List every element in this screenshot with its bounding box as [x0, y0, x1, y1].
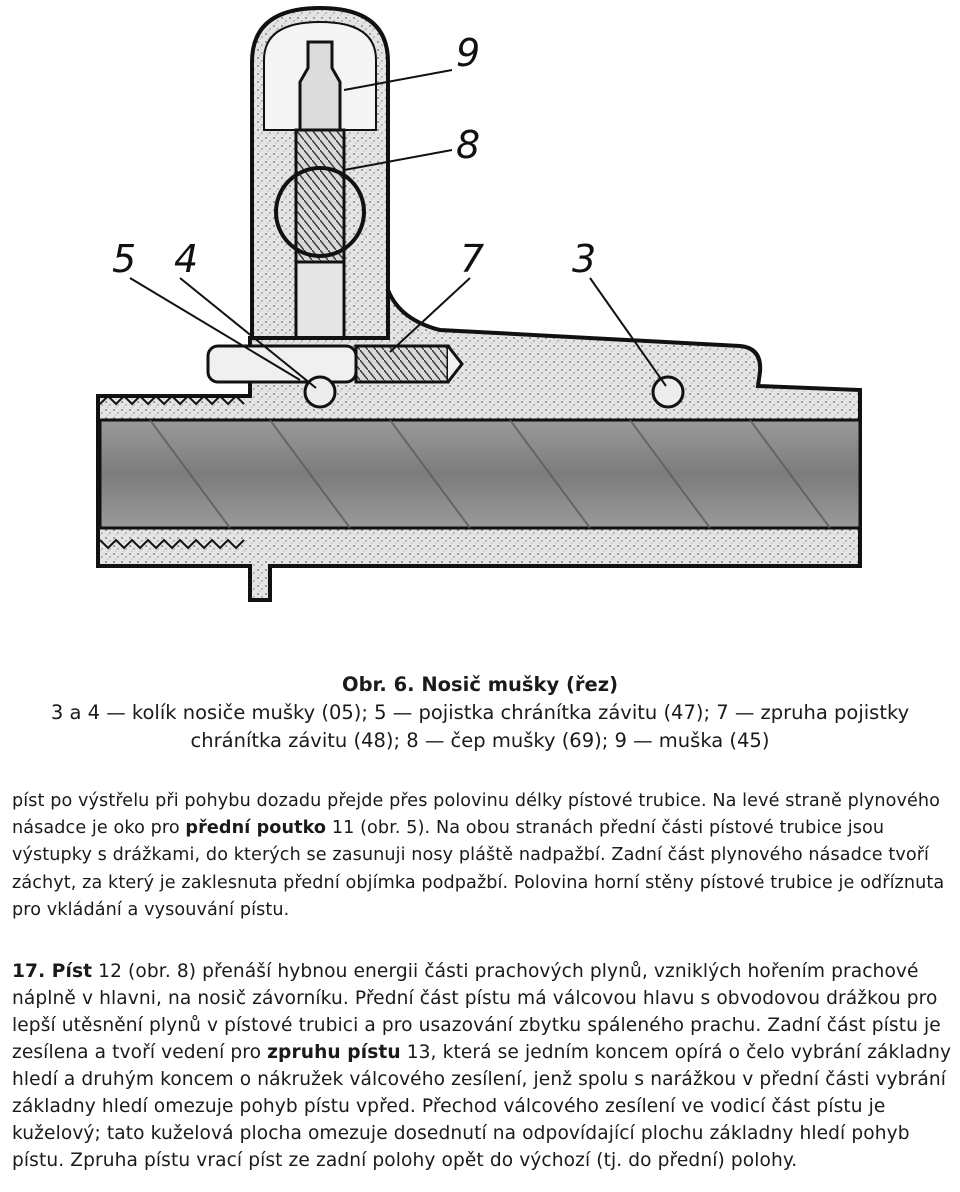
callout-9: 9	[456, 31, 480, 75]
pin-3	[651, 375, 685, 409]
thread-guard-latch	[206, 344, 358, 384]
paragraph-gas-block: píst po výstřelu při pohybu dozadu přejd…	[12, 788, 952, 924]
figure-caption-title: Obr. 6. Nosič mušky (řez)	[342, 673, 618, 696]
callout-5: 5	[112, 237, 136, 281]
sight-pin-ball	[274, 166, 366, 258]
figure-caption-line-2: chránítka závitu (48); 8 — čep mušky (69…	[190, 729, 770, 752]
cross-section-drawing: 9 8 5 4 7 3	[96, 5, 862, 602]
paragraph-text: 11 (obr. 5). Na obou stranách přední čás…	[12, 818, 945, 920]
paragraph-text: 13, která se jedním koncem opírá o čelo …	[12, 1042, 952, 1171]
barrel-bore	[98, 418, 862, 530]
callout-8: 8	[456, 123, 480, 167]
figure-caption-line-1: 3 a 4 — kolík nosiče mušky (05); 5 — poj…	[50, 701, 910, 724]
callout-4: 4	[174, 237, 198, 281]
emphasis-front-swivel: přední poutko	[185, 818, 327, 839]
paragraph-text: 12 (obr. 8) přenáší hybnou energii části…	[12, 961, 941, 1063]
emphasis-piston-spring: zpruhu pístu	[267, 1042, 401, 1063]
section-heading-piston: 17. Píst	[12, 961, 93, 982]
callout-7: 7	[460, 237, 484, 281]
paragraph-piston: 17. Píst 12 (obr. 8) přenáší hybnou ener…	[12, 958, 952, 1174]
latch-spring	[354, 344, 450, 384]
sight-pin	[294, 128, 346, 272]
callout-3: 3	[572, 237, 596, 281]
paragraph-text: píst po výstřelu při pohybu dozadu přejd…	[12, 791, 940, 839]
